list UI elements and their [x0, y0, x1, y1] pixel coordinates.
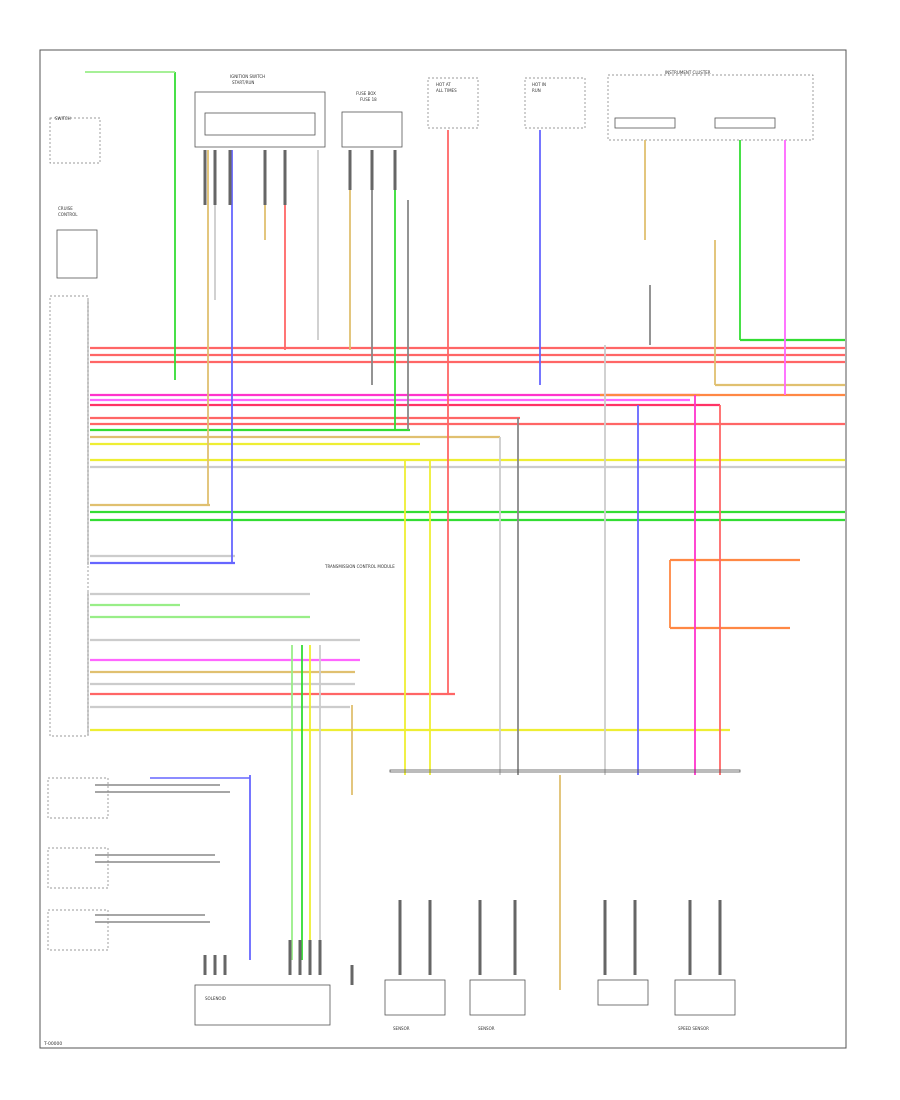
low-pressure-switch-box	[49, 117, 101, 164]
top-components: IGNITION SWITCH START/RUN FUSE BOX FUSE …	[49, 70, 814, 279]
speed-sensor-label: SPEED SENSOR	[678, 1026, 709, 1031]
instrument-cluster-label: INSTRUMENT CLUSTER	[665, 70, 711, 75]
svg-text:RUN: RUN	[532, 88, 541, 93]
sensor-box-1	[384, 979, 446, 1016]
sensor-g2-label: SENSOR	[478, 1026, 495, 1031]
svg-text:START/RUN: START/RUN	[232, 80, 254, 85]
ignition-switch-box	[194, 91, 326, 148]
tcm-block: TRANSMISSION CONTROL MODULE	[49, 295, 395, 737]
lower-components: SOLENOID SENSOR SENSOR SPEED SENSOR	[47, 150, 741, 1031]
svg-text:CONTROL: CONTROL	[58, 212, 78, 217]
svg-text:SWITCH: SWITCH	[55, 116, 71, 121]
svg-text:HOT IN: HOT IN	[532, 82, 546, 87]
sensor-box-3	[597, 979, 649, 1006]
svg-text:ALL TIMES: ALL TIMES	[436, 88, 457, 93]
sensor-g1-label: SENSOR	[393, 1026, 410, 1031]
diagram-frame	[39, 49, 847, 1049]
sensor-box-4	[674, 979, 736, 1016]
svg-text:CRUISE: CRUISE	[58, 206, 73, 211]
tcm-label: TRANSMISSION CONTROL MODULE	[324, 564, 395, 569]
fuse-box	[341, 111, 403, 148]
instrument-cluster-box	[607, 74, 814, 141]
svg-text:HOT AT: HOT AT	[436, 82, 451, 87]
footer-code: T-00000	[43, 1041, 62, 1047]
solenoid-label: SOLENOID	[205, 996, 226, 1001]
svg-text:IGNITION SWITCH: IGNITION SWITCH	[230, 74, 265, 79]
solenoid-pack-box	[194, 984, 331, 1026]
svg-text:FUSE BOX: FUSE BOX	[356, 91, 376, 96]
sensor-box-2	[469, 979, 526, 1016]
left-module-box	[56, 229, 98, 279]
hot-at-all-times-box	[427, 77, 479, 129]
fuse-link-box	[524, 77, 586, 129]
wire-verticals	[85, 71, 786, 990]
svg-text:FUSE 18: FUSE 18	[360, 97, 377, 102]
wire-bus	[90, 338, 845, 732]
